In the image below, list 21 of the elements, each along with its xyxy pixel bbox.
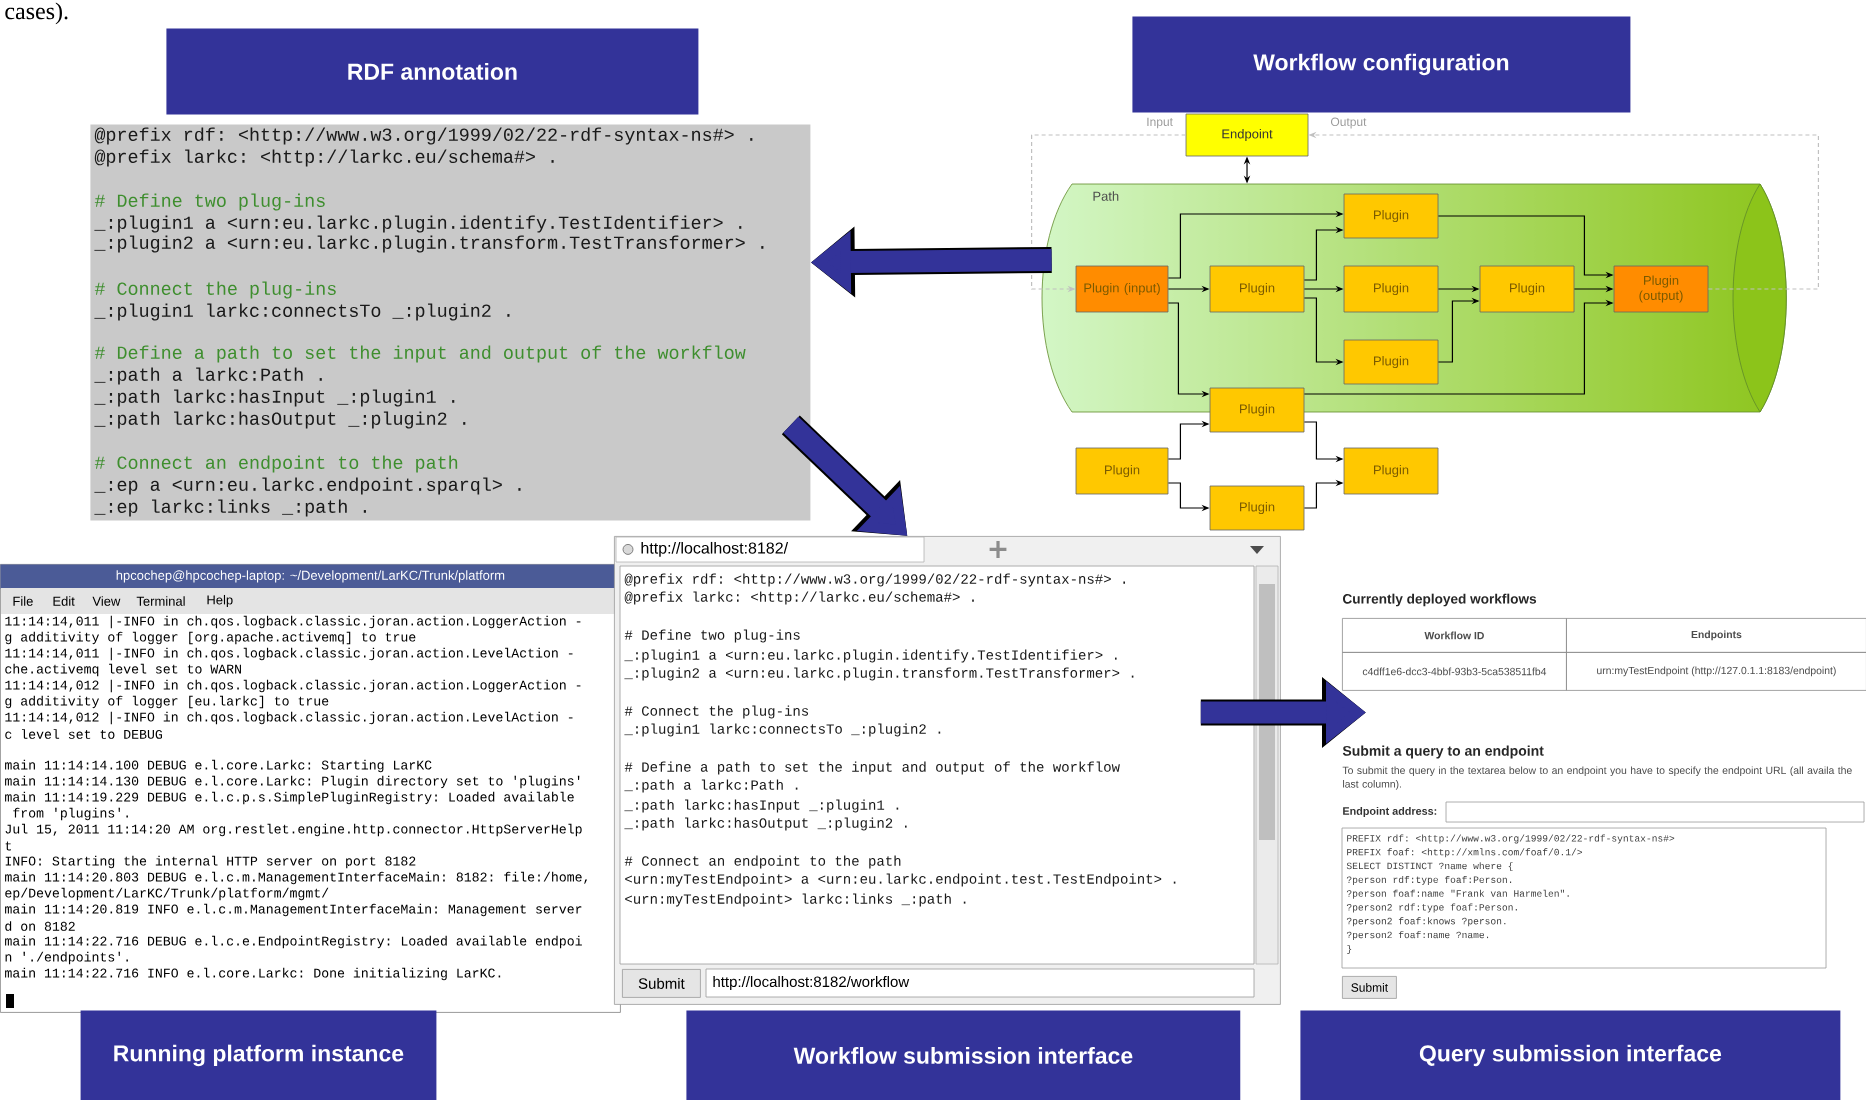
code-line: # Connect the plug-ins — [94, 281, 336, 299]
code-line: _:plugin1 a <urn:eu.larkc.plugin.identify.TestIdentifier> . — [94, 215, 742, 233]
code-line: # Define two plug-ins — [94, 193, 325, 211]
code-line: @prefix larkc: <http://larkc.eu/schema#> . — [94, 149, 554, 167]
title-banner: Query submission interface — [1300, 1010, 1841, 1100]
code-line: # Define a path to set the input and output of the workflow — [94, 345, 746, 363]
text-fragment: cases). — [5, 2, 68, 25]
code-line: _:ep larkc:links _:path . — [94, 499, 366, 517]
code-line: _:plugin1 larkc:connectsTo _:plugin2 . — [94, 303, 510, 321]
browser-tab: http://localhost:8182/ — [615, 536, 925, 563]
title-banner: RDF annotation — [166, 28, 699, 115]
title-banner: Running platform instance — [80, 1010, 437, 1100]
code-line: _:path larkc:hasOutput _:plugin2 . — [94, 411, 466, 429]
title-banner: Workflow submission interface — [686, 1010, 1241, 1100]
title-banner: Workflow configuration — [1132, 16, 1631, 113]
code-line: _:ep a <urn:eu.larkc.endpoint.sparql> . — [94, 477, 521, 495]
code-line: _:path larkc:hasInput _:plugin1 . — [94, 389, 455, 407]
code-line: _:plugin2 a <urn:eu.larkc.plugin.transform.TestTransformer> . — [94, 235, 764, 253]
code-line: @prefix rdf: <http://www.w3.org/1999/02/22-rdf-syntax-ns#> . — [94, 127, 753, 145]
code-line: # Connect an endpoint to the path — [94, 455, 458, 473]
code-line: _:path a larkc:Path . — [94, 367, 322, 385]
